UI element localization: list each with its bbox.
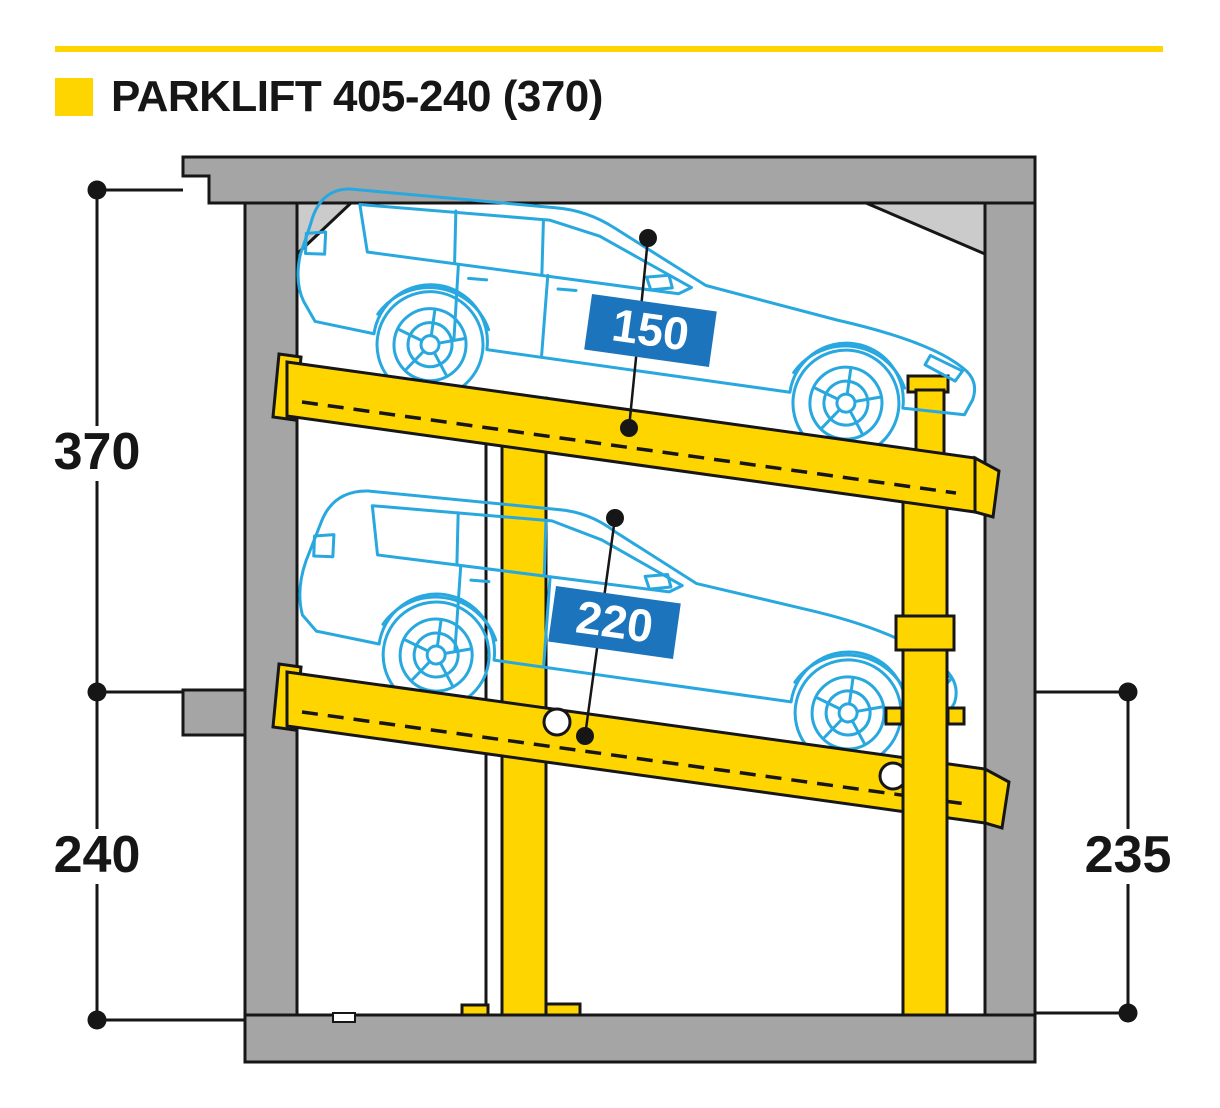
upper-car-pillar-b <box>453 209 458 265</box>
lower-car-height-measure: 220 <box>548 509 681 745</box>
upper-platform-ramp-end <box>973 455 1001 519</box>
upper-car-height-badge: 150 <box>584 294 717 367</box>
floor-notch <box>332 1012 356 1023</box>
lower-car-taillight <box>312 533 336 559</box>
right-column-collar <box>894 614 956 652</box>
lower-car-height-value: 220 <box>573 590 656 652</box>
upper-car-fender-arch-rear <box>376 285 491 332</box>
dimension-right: 235 <box>1035 682 1172 1023</box>
upper-car-handle-front <box>556 287 578 292</box>
dim-dot-ceiling <box>87 180 107 200</box>
upper-car-door-line-front <box>540 273 550 357</box>
upper-car-handle-rear <box>467 276 489 282</box>
upper-car <box>296 187 977 465</box>
right-column-bracket-right <box>946 706 966 726</box>
lower-car-height-badge-bg <box>548 586 681 659</box>
accent-rule <box>55 46 1163 52</box>
building-structure <box>181 155 1037 1064</box>
ceiling-slab <box>181 155 1037 205</box>
lower-platform <box>271 662 1011 830</box>
upper-car-fender-arch-front <box>792 344 907 390</box>
right-column-bracket-left <box>884 706 904 726</box>
page-title: PARKLIFT 405-240 (370) <box>111 72 603 121</box>
lower-car-door-line-rear <box>453 565 463 654</box>
upper-car-height-badge-bg <box>584 294 717 367</box>
lower-car-handle-rear <box>469 578 491 584</box>
lower-car-fender-arch-rear <box>381 595 498 642</box>
right-column <box>884 498 966 1017</box>
upper-car-pillar-c <box>540 218 545 277</box>
ceiling-soffit-right <box>865 201 987 257</box>
right-wall <box>983 201 1037 1017</box>
dimension-235-label: 235 <box>1085 826 1172 884</box>
center-post-foot-right <box>544 1002 582 1017</box>
upper-car-mirror <box>645 273 674 292</box>
upper-car-headlight <box>923 353 965 383</box>
upper-platform <box>271 352 1001 519</box>
upper-measure-dot-top <box>639 229 657 247</box>
upper-platform-centerline <box>301 400 957 495</box>
lower-platform-ramp-end <box>983 766 1011 830</box>
lower-platform-centerline <box>301 710 967 806</box>
right-column-post <box>901 498 949 1017</box>
dimension-370-label: 370 <box>54 423 141 481</box>
dimension-left: 370 240 <box>54 180 245 1030</box>
dim-dot-floor <box>87 1010 107 1030</box>
upper-platform-body <box>285 360 977 514</box>
lower-car-pillar-c <box>542 519 548 577</box>
upper-car-glasshouse <box>358 203 694 296</box>
lower-car-pillar-b <box>455 511 460 567</box>
upper-car-door-line-rear <box>452 263 460 342</box>
center-post-foot-left <box>460 1003 490 1017</box>
lower-measure-dot-bottom <box>576 727 594 745</box>
left-wall <box>243 201 299 1017</box>
ground-slab-left <box>181 688 247 737</box>
upper-car-height-value: 150 <box>609 298 692 360</box>
upper-measure-dot-bottom <box>620 419 638 437</box>
platform-pivot-left <box>542 707 572 737</box>
floor-slab <box>243 1013 1037 1064</box>
accent-bullet-icon <box>55 78 93 116</box>
upper-car-taillight <box>304 230 328 256</box>
dimension-240-label: 240 <box>54 826 141 884</box>
lower-measure-dot-top <box>606 509 624 527</box>
title-row: PARKLIFT 405-240 (370) <box>55 72 603 122</box>
lower-car-mirror <box>643 572 673 591</box>
lower-car-height-badge: 220 <box>548 586 681 659</box>
lower-car-fender-arch-front <box>793 653 910 700</box>
dim-dot-right-bottom <box>1118 1003 1138 1023</box>
lower-car-door-line-front <box>542 575 552 668</box>
upper-car-height-measure: 150 <box>584 229 717 437</box>
dim-dot-right-top <box>1118 682 1138 702</box>
upper-car-body <box>296 187 977 417</box>
dim-dot-ground <box>87 682 107 702</box>
lower-car-glasshouse <box>370 504 684 594</box>
